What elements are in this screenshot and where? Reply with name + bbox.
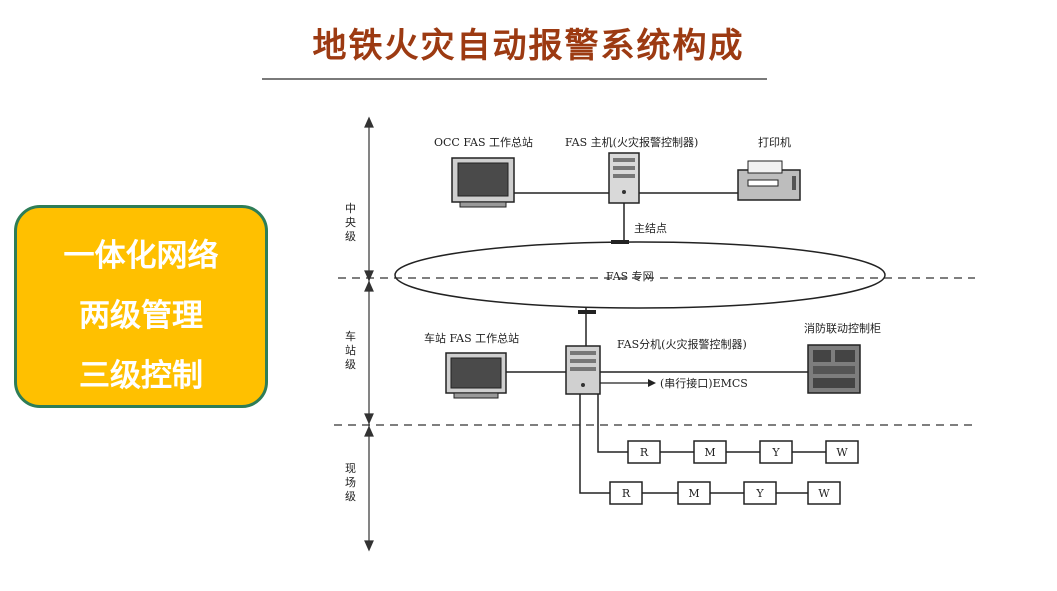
fas-network-label: FAS 专网 [606,269,654,283]
station-workstation-label: 车站 FAS 工作总站 [424,331,519,345]
level-char: 站 [345,343,356,357]
main-node-label: 主结点 [634,222,667,235]
level-char: 级 [345,358,356,371]
fas-network-ring [394,241,886,309]
field-axis-arrow-up [364,425,374,437]
level-char: 级 [345,490,356,503]
page-title: 地铁火灾自动报警系统构成 [312,26,745,66]
field-axis-arrow-down [364,540,374,552]
loop2-device: M [688,487,699,500]
printer-label: 打印机 [758,135,791,149]
fas-substation-tower-icon [565,345,601,395]
loop2-device: W [818,487,830,500]
emcs-arrow [648,379,656,387]
station-monitor-icon [445,352,507,399]
level-char: 央 [345,216,356,229]
emcs-interface-label: (串行接口)EMCS [660,377,748,390]
fire-linkage-cabinet-icon [807,344,861,394]
fas-host-tower-icon [608,152,640,204]
loop1-device: W [836,446,848,459]
loop2-feed [579,394,610,494]
summary-line-control: 三级控制 [79,358,203,394]
level-char: 级 [345,230,356,243]
loop1-device: M [704,446,715,459]
fas-substation-label: FAS分机(火灾报警控制器) [617,337,747,351]
level-char: 场 [345,475,356,489]
summary-line-management: 两级管理 [79,298,203,334]
occ-workstation-label: OCC FAS 工作总站 [434,135,533,149]
level-char: 现 [345,462,356,475]
title-underline [262,78,767,80]
loop2-device: R [622,487,631,500]
level-char: 车 [345,329,356,343]
occ-monitor-icon [451,157,515,208]
loop1-device: Y [771,446,780,459]
summary-box: 一体化网络 两级管理 三级控制 [14,205,268,408]
station-node-marker [578,310,596,314]
loop2: R M Y W [609,481,841,505]
central-axis-arrow-down [364,270,374,282]
summary-line-network: 一体化网络 [63,238,219,274]
station-axis-arrow-down [364,413,374,425]
station-axis-arrow-up [364,280,374,292]
loop1: R M Y W [627,440,859,464]
central-axis-arrow-up [364,116,374,128]
loop1-device: R [640,446,649,459]
level-char: 中 [345,202,356,215]
loop1-feed [597,394,628,453]
printer-icon [737,160,801,201]
fas-host-label: FAS 主机(火灾报警控制器) [565,135,698,149]
fire-linkage-cabinet-label: 消防联动控制柜 [804,321,881,335]
loop2-device: Y [755,487,764,500]
